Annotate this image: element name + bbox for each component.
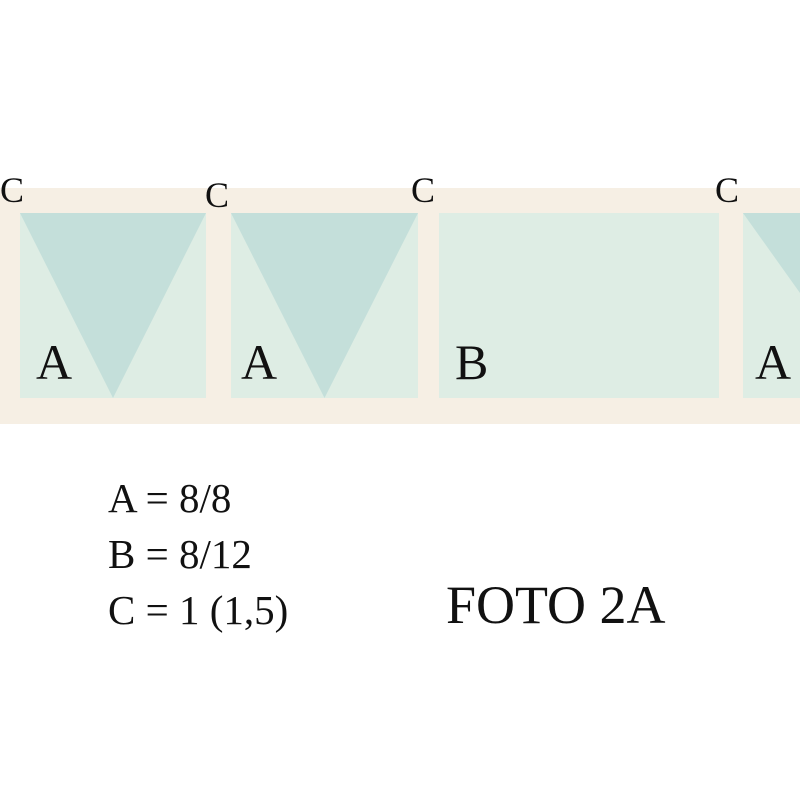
triangle-shape (231, 213, 418, 398)
panel-label-b: B (455, 334, 489, 390)
panel-a-3: A (743, 213, 800, 398)
caption: FOTO 2A (446, 575, 666, 635)
corner-label-c-1: C (0, 170, 25, 210)
corner-label-c-2: C (205, 175, 230, 215)
panel-a-2: A (231, 213, 418, 398)
legend-b: B = 8/12 (108, 531, 252, 577)
panel-a-1: A (20, 213, 206, 398)
corner-label-c-4: C (715, 170, 740, 210)
triangle-shape (743, 213, 800, 293)
legend-c: C = 1 (1,5) (108, 587, 289, 633)
panel-label-a-2: A (241, 334, 278, 390)
panel-label-a-1: A (36, 334, 73, 390)
legend-a: A = 8/8 (108, 475, 232, 521)
panel-b: B (439, 213, 719, 398)
panel-label-a-3: A (755, 334, 792, 390)
legend: A = 8/8 B = 8/12 C = 1 (1,5) (108, 470, 288, 638)
triangle-shape (20, 213, 206, 398)
corner-label-c-3: C (411, 170, 436, 210)
